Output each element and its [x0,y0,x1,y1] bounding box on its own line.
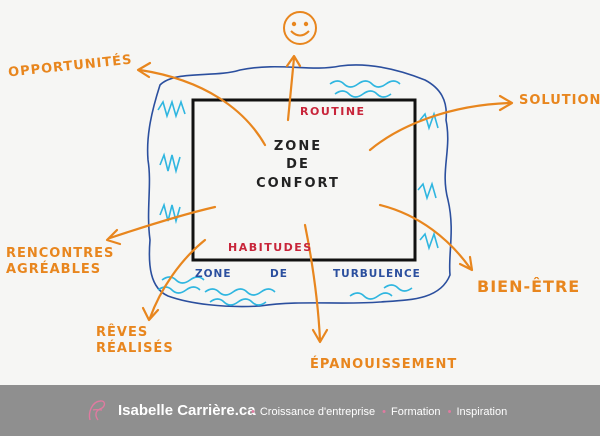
turbulence-label-word1: Zone [195,268,232,280]
turbulence-squiggles [157,80,439,306]
comfort-zone-box [191,98,417,262]
footer-brand-link[interactable]: Isabelle Carrière.ca [118,402,256,419]
footer-item-inspiration[interactable]: Inspiration [456,406,508,418]
outcome-wellbeing: Bien-être [477,277,581,296]
turbulence-label-word2: de [270,268,288,280]
outcome-dreams: Rêves réalisés [96,325,174,357]
brand-logo-icon [88,400,106,421]
outcome-dreams-line1: Rêves [96,325,149,340]
footer-bar: Isabelle Carrière.ca • Croissance d'entre… [0,385,600,436]
comfort-zone-line1: Zone [273,139,323,154]
outcome-encounters-line2: agréables [6,262,102,278]
bullet-icon: • [447,406,452,418]
outcome-fulfillment: Épanouissement [310,357,458,372]
outcome-dreams-line2: réalisés [96,341,174,357]
comfort-zone-label: Zone de confort [243,139,353,191]
bullet-icon: • [251,406,255,418]
turbulence-label-word3: turbulence [333,268,421,280]
outcome-encounters-line1: Rencontres [6,246,115,261]
routine-label: Routine [300,105,366,118]
arrow-icon [105,54,514,344]
outcome-solution: Solution [519,93,600,108]
bullet-icon: • [382,406,386,418]
diagram-drawing [105,11,514,344]
habits-label: Habitudes [228,241,313,254]
outcome-encounters: Rencontres agréables [6,246,115,278]
footer-tagline: • Croissance d'entreprise • Formation • Ins… [247,406,507,418]
comfort-zone-line3: confort [256,175,340,191]
comfort-zone-line2: de [286,157,310,173]
footer-item-growth[interactable]: Croissance d'entreprise [259,406,376,418]
turbulence-zone-outline [146,64,452,308]
smiley-face-icon [283,11,317,45]
footer-item-training[interactable]: Formation [391,406,441,418]
